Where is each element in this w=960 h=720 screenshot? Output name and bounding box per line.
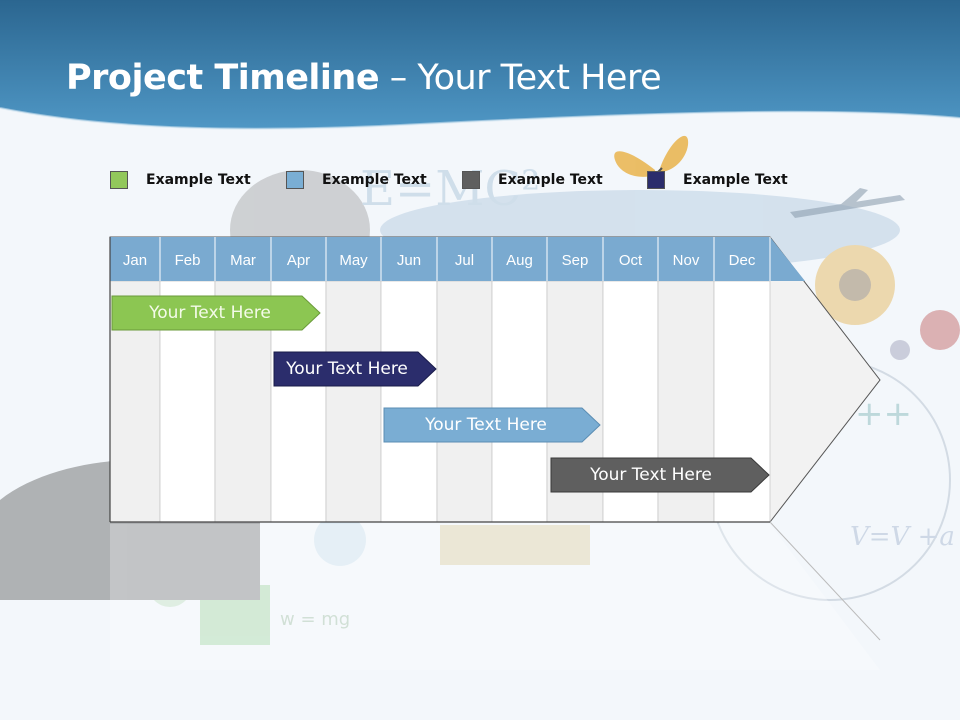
legend-swatch-gray — [462, 171, 480, 189]
legend-swatch-blue — [286, 171, 304, 189]
month-label-feb: Feb — [175, 252, 201, 269]
legend-label: Example Text — [498, 172, 603, 188]
task-bar[interactable]: Your Text Here — [111, 295, 321, 331]
month-label-nov: Nov — [673, 252, 700, 269]
airplane-icon — [790, 188, 905, 218]
legend-label: Example Text — [146, 172, 251, 188]
task-bar[interactable]: Your Text Here — [383, 407, 601, 443]
month-column — [491, 280, 548, 523]
sunflower-icon — [815, 245, 895, 325]
month-label-dec: Dec — [729, 252, 756, 269]
task-label: Your Text Here — [149, 303, 271, 323]
svg-text:V=V +a: V=V +a — [850, 522, 955, 552]
timeline-reflection — [110, 524, 880, 670]
legend-item-1: Example Text — [110, 170, 251, 190]
legend-label: Example Text — [683, 172, 788, 188]
title-bold: Project Timeline — [66, 58, 380, 98]
month-label-sep: Sep — [562, 252, 589, 269]
month-labels: Jan Feb Mar Apr May Jun Jul Aug Sep Oct Nov Dec — [123, 237, 771, 281]
page-title: Project Timeline – Your Text Here — [66, 58, 662, 98]
month-label-mar: Mar — [230, 252, 256, 269]
title-rest: – Your Text Here — [379, 58, 662, 98]
month-label-may: May — [339, 252, 368, 269]
legend-item-2: Example Text — [286, 170, 427, 190]
month-label-jan: Jan — [123, 252, 147, 269]
task-bar[interactable]: Your Text Here — [273, 351, 437, 387]
svg-text:E=MC²: E=MC² — [360, 161, 540, 217]
legend-swatch-navy — [647, 171, 665, 189]
month-label-jul: Jul — [455, 252, 474, 269]
legend-label: Example Text — [322, 172, 427, 188]
svg-text:w = mg: w = mg — [280, 609, 350, 630]
legend-item-4: Example Text — [647, 170, 788, 190]
month-label-jun: Jun — [397, 252, 421, 269]
legend-item-3: Example Text — [462, 170, 603, 190]
task-label: Your Text Here — [286, 359, 408, 379]
header-band — [0, 0, 960, 130]
molecule-icon — [920, 310, 960, 350]
task-label: Your Text Here — [590, 465, 712, 485]
month-label-oct: Oct — [619, 252, 643, 269]
month-column — [325, 280, 382, 523]
task-label: Your Text Here — [425, 415, 547, 435]
month-column — [436, 280, 493, 523]
legend-swatch-green — [110, 171, 128, 189]
month-column — [380, 280, 438, 523]
month-label-aug: Aug — [506, 252, 533, 269]
month-header-bar — [110, 237, 805, 281]
month-label-apr: Apr — [287, 252, 310, 269]
task-bar[interactable]: Your Text Here — [550, 457, 770, 493]
